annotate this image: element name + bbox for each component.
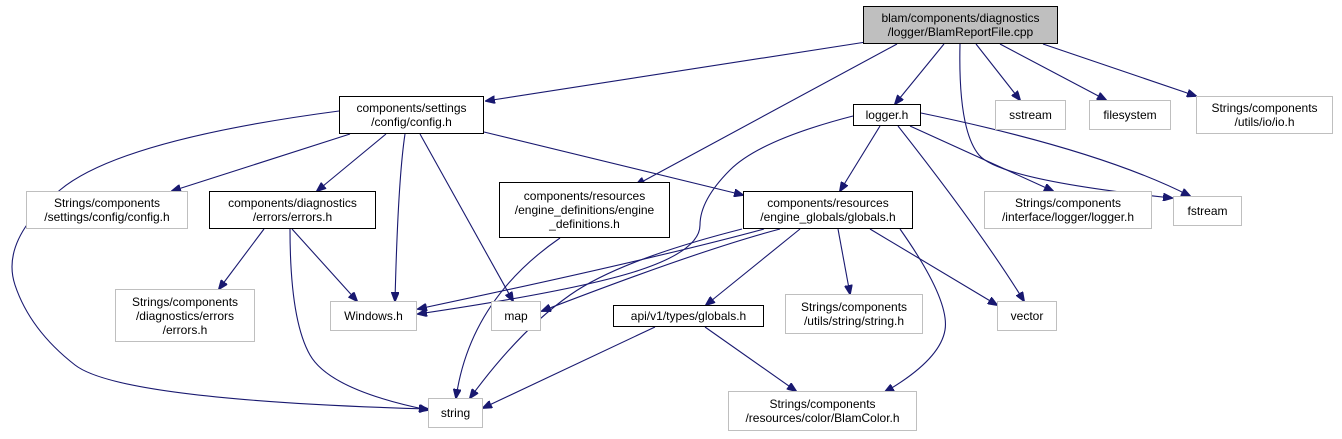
edge-config-h-to-str-config-h [172,133,351,191]
edge-errors-h-to-string [289,228,428,410]
edge-api-globals-h-to-string [483,326,656,408]
node-label-line: /utils/io/io.h [1234,115,1295,129]
edge-config-h-to-globals-h [483,131,743,195]
node-label-line: /engine_definitions/engine [514,203,655,217]
edge-globals-h-to-api-globals-h [706,228,801,305]
edge-globals-h-to-string [470,228,743,398]
edge-root-to-engine-def-h [636,43,898,185]
node-label-line: filesystem [1103,108,1157,122]
edge-config-h-to-windows-h [395,133,406,301]
node-engine-def-h[interactable]: components/resources/engine_definitions/… [499,182,670,238]
edge-logger-h-to-windows-h [418,115,854,314]
node-label-line: /errors/errors.h [252,210,333,224]
edge-errors-h-to-str-errors-h [219,228,265,289]
edge-logger-h-to-globals-h [840,125,881,191]
node-label-line: blam/components/diagnostics [881,11,1040,25]
node-label-line: /interface/logger/logger.h [1001,210,1135,224]
node-label-line: /engine_globals/globals.h [760,210,896,224]
node-label-line: string [440,406,471,420]
node-label-line: api/v1/types/globals.h [630,309,747,323]
edge-globals-h-to-blamcolor-h [885,228,947,392]
node-label-line: /utils/string/string.h [803,314,905,328]
node-label-line: /config/config.h [371,115,452,129]
edge-logger-h-to-vector [897,125,1024,301]
node-label-line: /diagnostics/errors [135,308,235,323]
edge-api-globals-h-to-blamcolor-h [704,326,796,391]
node-label-line: vector [1010,309,1044,323]
node-globals-h[interactable]: components/resources/engine_globals/glob… [743,191,913,229]
node-label-line: Strings/components [800,300,908,314]
node-label-line: Strings/components [1014,196,1122,210]
node-label-line: components/diagnostics [228,196,357,210]
edge-root-to-sstream [975,43,1020,100]
edge-config-h-to-string [11,110,428,409]
node-label-line: Windows.h [344,309,403,323]
node-root[interactable]: blam/components/diagnostics/logger/BlamR… [863,6,1058,44]
node-errors-h[interactable]: components/diagnostics/errors/errors.h [209,191,376,229]
node-label-line: components/resources [767,196,889,210]
edge-globals-h-to-windows-h [418,228,765,309]
edge-root-to-filesystem [999,43,1106,100]
node-label-line: logger.h [865,108,909,122]
node-label-line: map [504,309,528,323]
node-logger-h[interactable]: logger.h [853,104,921,126]
node-label-line: Strings/components [53,196,161,210]
node-str-config-h: Strings/components/settings/config/confi… [26,191,188,229]
edge-globals-h-to-map [542,228,781,311]
node-label-line: Strings/components [769,397,876,411]
node-label-line: Strings/components [131,294,239,309]
edge-config-h-to-errors-h [317,133,387,191]
node-label-line: /resources/color/BlamColor.h [745,411,900,425]
node-str-logger-h: Strings/components/interface/logger/logg… [984,191,1152,229]
edge-errors-h-to-windows-h [291,228,357,301]
node-str-string-h: Strings/components/utils/string/string.h [785,294,923,334]
edge-root-to-io-h [1042,43,1196,96]
node-str-errors-h: Strings/components/diagnostics/errors/er… [115,289,255,342]
node-vector: vector [997,301,1057,331]
node-label-line: components/settings [356,101,467,115]
dependency-edges [11,41,1196,410]
node-label-line: Strings/components [1211,101,1318,115]
node-label-line: /logger/BlamReportFile.cpp [887,25,1034,39]
node-sstream: sstream [995,100,1066,130]
edge-logger-h-to-str-logger-h [909,125,1053,191]
node-api-globals-h[interactable]: api/v1/types/globals.h [613,305,764,327]
node-filesystem: filesystem [1089,100,1171,130]
edge-logger-h-to-fstream [920,112,1190,196]
node-label-line: /errors.h [162,322,208,337]
node-label-line: fstream [1187,204,1228,218]
edge-engine-def-h-to-string [456,237,561,398]
node-label-line: /settings/config/config.h [44,210,170,224]
node-string: string [428,398,483,428]
node-label-line: sstream [1009,108,1052,122]
edge-globals-h-to-vector [869,228,997,305]
node-label-line: _definitions.h [549,217,620,231]
node-windows-h: Windows.h [330,301,417,331]
node-map: map [491,301,541,331]
edge-root-to-logger-h [895,43,945,104]
edge-root-to-config-h [486,41,867,101]
node-fstream: fstream [1173,196,1242,226]
edge-root-to-fstream [959,43,1172,198]
edge-config-h-to-map [419,133,513,301]
node-config-h[interactable]: components/settings/config/config.h [339,96,484,134]
edge-globals-h-to-str-string-h [837,228,850,294]
node-io-h: Strings/components/utils/io/io.h [1196,96,1333,134]
node-label-line: components/resources [523,189,646,203]
node-blamcolor-h: Strings/components/resources/color/BlamC… [728,391,917,431]
